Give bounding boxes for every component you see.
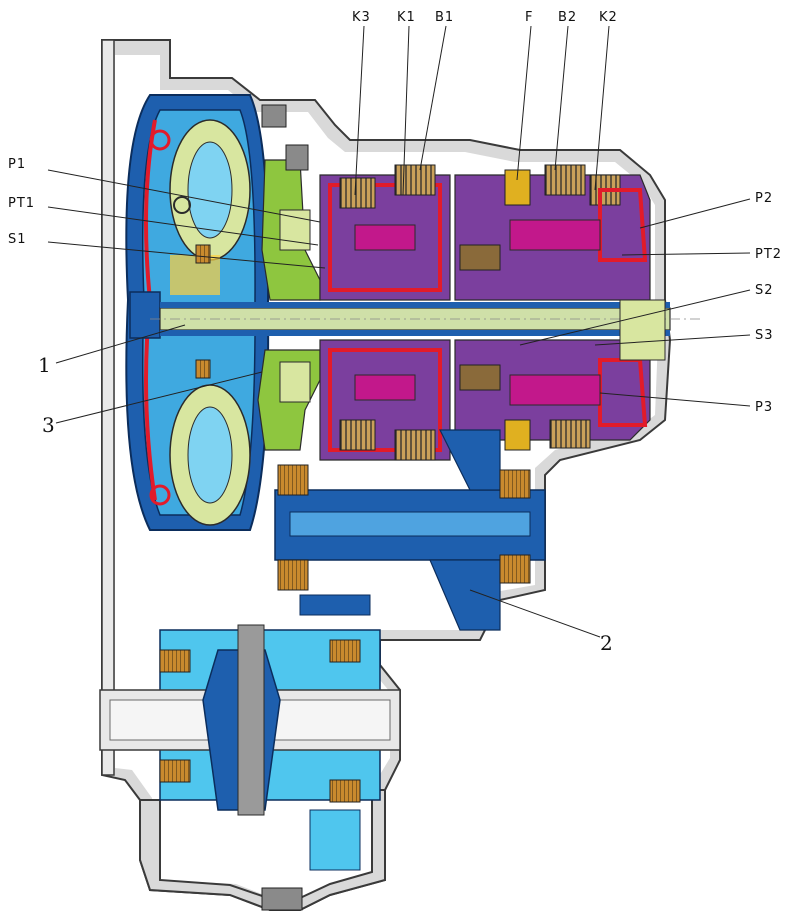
- label-p2: P2: [755, 191, 773, 206]
- label-k2: K2: [599, 10, 618, 25]
- label-s3: S3: [755, 328, 774, 343]
- label-number-2: 2: [600, 631, 613, 655]
- rear-clutch-packs: [454, 164, 666, 451]
- label-k3: K3: [352, 10, 371, 25]
- leader-lines: [47, 25, 751, 638]
- differential: [99, 594, 401, 911]
- label-number-3: 3: [42, 413, 55, 437]
- label-number-1: 1: [38, 353, 51, 377]
- label-pt1: PT1: [8, 196, 35, 211]
- label-s2: S2: [755, 283, 774, 298]
- label-pt2: PT2: [755, 247, 782, 262]
- input-shaft: [150, 302, 700, 336]
- label-s1: S1: [8, 232, 27, 247]
- label-p3: P3: [755, 400, 773, 415]
- label-k1: K1: [397, 10, 416, 25]
- intermediate-shaft: [274, 429, 546, 631]
- torque-converter: [125, 94, 270, 531]
- label-b2: B2: [558, 10, 577, 25]
- label-b1: B1: [435, 10, 454, 25]
- component-labels: K3 K1 B1 F B2 K2 P1 PT1 S1 P2 PT2 S2 S3 …: [8, 10, 782, 655]
- label-f: F: [525, 10, 533, 25]
- label-p1: P1: [8, 157, 26, 172]
- front-clutch-packs: [319, 164, 451, 461]
